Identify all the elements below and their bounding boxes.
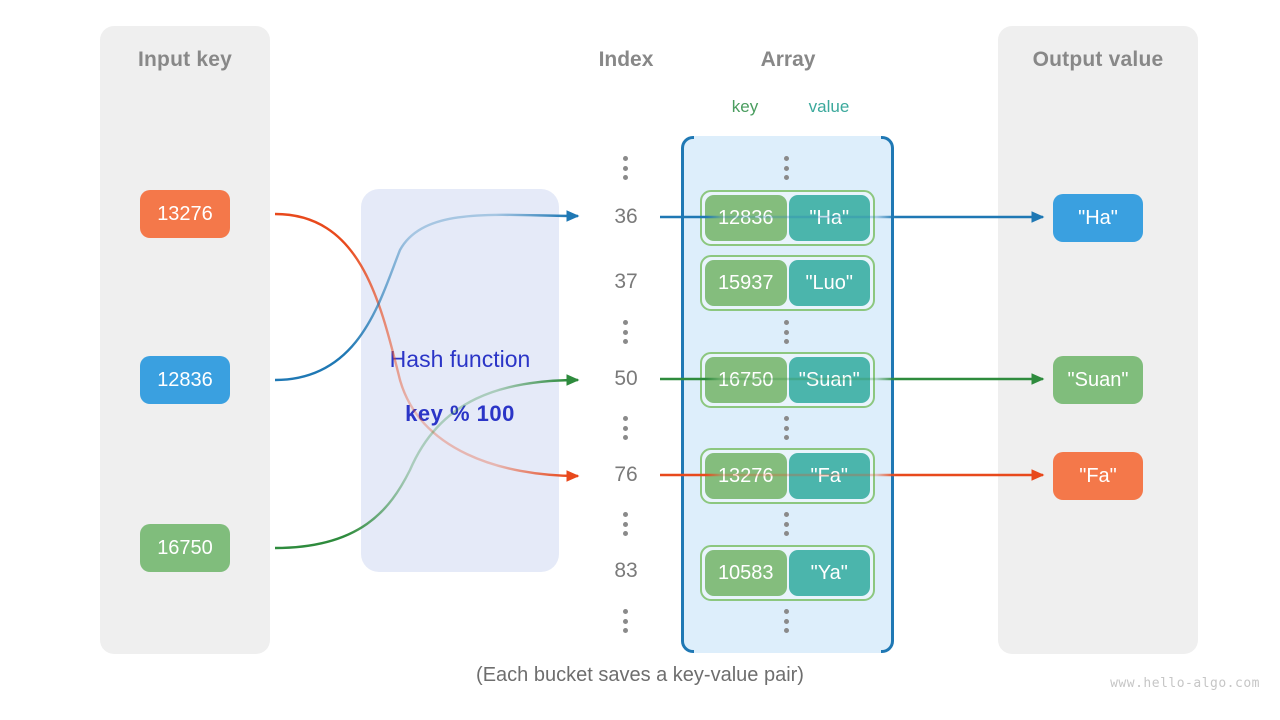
input-key-chip[interactable]: 12836 <box>140 356 230 404</box>
bucket-value: "Suan" <box>788 357 870 403</box>
bucket-value: "Fa" <box>788 453 870 499</box>
bucket-key: 10583 <box>705 550 787 596</box>
array-ellipsis <box>784 416 790 440</box>
input-key-chip[interactable]: 16750 <box>140 524 230 572</box>
array-ellipsis <box>784 609 790 633</box>
index-label: 50 <box>614 367 638 390</box>
index-label: 83 <box>614 559 638 582</box>
key-sub-header: key <box>731 97 759 116</box>
bucket[interactable]: 10583"Ya" <box>700 545 875 601</box>
hash-function-label: Hash function <box>389 346 531 372</box>
output-value-chip[interactable]: "Fa" <box>1053 452 1143 500</box>
output-value-chip[interactable]: "Suan" <box>1053 356 1143 404</box>
index-label: 36 <box>614 205 638 228</box>
bucket-value: "Ha" <box>788 195 870 241</box>
watermark: www.hello-algo.com <box>1110 676 1260 691</box>
index-column-header: Index <box>598 48 654 71</box>
input-key-chip[interactable]: 13276 <box>140 190 230 238</box>
index-ellipsis <box>623 609 629 633</box>
bucket-value: "Ya" <box>788 550 870 596</box>
bucket[interactable]: 15937"Luo" <box>700 255 875 311</box>
bucket-key: 13276 <box>705 453 787 499</box>
input-key-panel-title: Input key <box>138 48 232 71</box>
index-ellipsis <box>623 416 629 440</box>
index-ellipsis <box>623 512 629 536</box>
bucket[interactable]: 13276"Fa" <box>700 448 875 504</box>
output-value-panel-title: Output value <box>1032 48 1164 71</box>
output-value-panel: Output value <box>998 26 1198 654</box>
hash-function-box: Hash function key % 100 <box>361 189 559 572</box>
array-bracket-right <box>881 136 894 653</box>
array-ellipsis <box>784 156 790 180</box>
bucket[interactable]: 16750"Suan" <box>700 352 875 408</box>
bucket-key: 12836 <box>705 195 787 241</box>
output-value-chip[interactable]: "Ha" <box>1053 194 1143 242</box>
index-label: 76 <box>614 463 638 486</box>
index-ellipsis <box>623 320 629 344</box>
hash-function-formula: key % 100 <box>405 401 515 426</box>
value-sub-header: value <box>808 97 850 116</box>
bucket-key: 16750 <box>705 357 787 403</box>
index-ellipsis <box>623 156 629 180</box>
bucket[interactable]: 12836"Ha" <box>700 190 875 246</box>
index-label: 37 <box>614 270 638 293</box>
diagram-caption: (Each bucket saves a key-value pair) <box>476 664 804 686</box>
array-bracket-left <box>681 136 694 653</box>
array-ellipsis <box>784 512 790 536</box>
bucket-value: "Luo" <box>788 260 870 306</box>
bucket-key: 15937 <box>705 260 787 306</box>
array-ellipsis <box>784 320 790 344</box>
array-column-header: Array <box>760 48 816 71</box>
